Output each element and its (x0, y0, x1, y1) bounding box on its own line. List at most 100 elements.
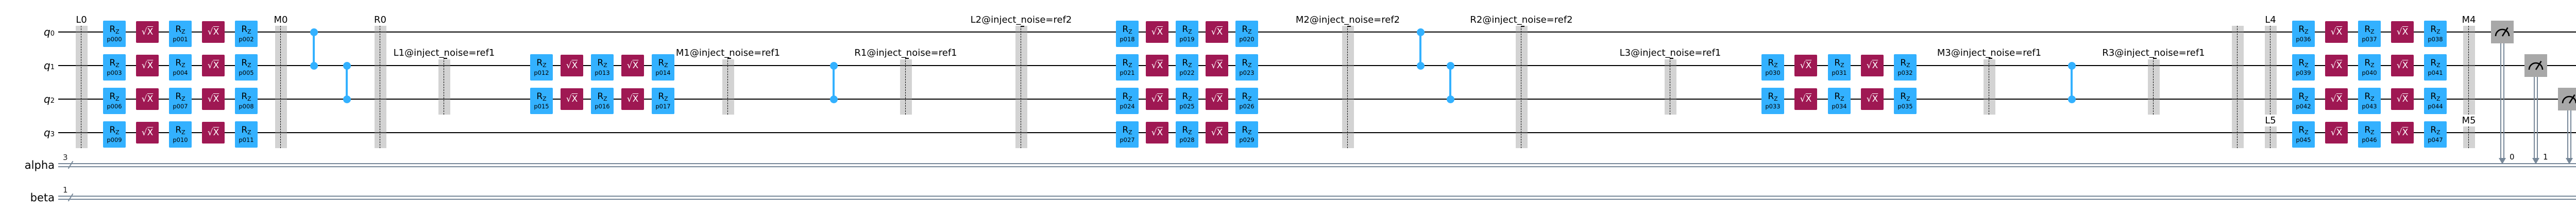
sx-symbol-radical: √ (1151, 60, 1157, 71)
sx-gate: √X (136, 122, 159, 144)
rz-gate-symbol: RZ (1122, 25, 1132, 35)
measure-target-bit: 0 (2510, 152, 2515, 162)
rz-gate-parameter: p001 (173, 35, 188, 43)
barrier-label-L3: L3@inject_noise=ref1 (1619, 47, 1721, 58)
sx-gate: √X (202, 122, 225, 144)
rz-gate-parameter: p041 (2428, 69, 2443, 76)
rz-symbol-base: R (1768, 57, 1774, 68)
rz-symbol-base: R (1122, 57, 1129, 68)
sx-gate-symbol: √X (2331, 27, 2343, 37)
sx-gate-symbol: √X (627, 61, 639, 70)
cz-control-dot (310, 28, 318, 36)
sx-gate-symbol: √X (1800, 94, 1812, 104)
rz-gate-parameter: p026 (1239, 102, 1255, 110)
rz-symbol-sub: Z (2370, 28, 2375, 35)
creg-bundle-slash (67, 193, 74, 202)
sx-symbol-letter: X (2402, 26, 2409, 37)
rz-symbol-sub: Z (1248, 61, 1252, 69)
barrier-label-L4: L4 (2265, 14, 2276, 25)
sx-gate: √X (2391, 55, 2414, 76)
rz-gate-symbol: RZ (1768, 57, 1777, 68)
measure-wire-line (2570, 110, 2571, 158)
rz-symbol-base: R (2364, 57, 2371, 68)
rz-gate-parameter: p009 (107, 136, 122, 144)
sx-gate: √X (202, 88, 225, 110)
sx-symbol-letter: X (213, 26, 219, 37)
rz-symbol-sub: Z (2436, 28, 2441, 35)
rz-symbol-sub: Z (543, 61, 547, 69)
sx-symbol-letter: X (571, 93, 578, 104)
sx-gate: √X (1206, 88, 1228, 110)
qubit-label-q3: q3 (0, 128, 55, 138)
sx-gate-symbol: √X (1800, 61, 1812, 70)
rz-symbol-base: R (2430, 91, 2437, 102)
sx-gate: √X (1861, 88, 1884, 110)
barrier-label-R3: R3@inject_noise=ref1 (2102, 47, 2205, 58)
barrier-dashed-line (2153, 58, 2154, 115)
rz-gate-symbol: RZ (241, 25, 251, 35)
rz-symbol-sub: Z (1906, 95, 1910, 102)
barrier-label-M0: M0 (274, 14, 288, 25)
creg-label-alpha: alpha (0, 160, 55, 171)
measure-gauge-icon (2562, 94, 2576, 104)
rz-gate-parameter: p004 (173, 69, 188, 76)
rz-gate-parameter: p000 (107, 35, 122, 43)
sx-symbol-letter: X (1216, 127, 1223, 138)
rz-symbol-sub: Z (2304, 28, 2309, 35)
sx-gate: √X (1794, 55, 1817, 76)
barrier-label-tick (728, 58, 731, 59)
rz-gate-symbol: RZ (1122, 125, 1132, 135)
rz-symbol-base: R (1122, 91, 1129, 102)
rz-symbol-sub: Z (181, 95, 185, 102)
rz-gate-parameter: p019 (1179, 35, 1195, 43)
sx-gate-symbol: √X (2397, 26, 2409, 37)
rz-gate-symbol: RZ (2364, 25, 2374, 35)
measure-wire-line (2534, 77, 2535, 158)
sx-gate-symbol: √X (2397, 128, 2409, 137)
rz-gate-symbol: RZ (1182, 25, 1192, 35)
rz-symbol-sub: Z (115, 61, 120, 69)
sx-gate: √X (2325, 88, 2348, 110)
rz-gate-parameter: p045 (2296, 136, 2311, 144)
rz-gate-parameter: p037 (2362, 35, 2377, 43)
rz-gate-parameter: p018 (1120, 35, 1135, 43)
rz-symbol-base: R (241, 91, 248, 102)
rz-symbol-sub: Z (247, 95, 251, 102)
sx-gate: √X (2325, 21, 2348, 43)
sx-gate-symbol: √X (1211, 61, 1223, 70)
cz-control-dot (343, 95, 351, 103)
sx-gate-symbol: √X (1151, 128, 1163, 137)
rz-symbol-base: R (1122, 24, 1129, 35)
qubit-label-index: 3 (50, 131, 55, 138)
rz-gate-parameter: p025 (1179, 102, 1195, 110)
sx-symbol-radical: √ (1866, 60, 1872, 71)
sx-symbol-letter: X (1872, 60, 1878, 71)
sx-symbol-letter: X (147, 26, 154, 37)
rz-symbol-sub: Z (2370, 95, 2375, 102)
rz-symbol-base: R (1242, 57, 1248, 68)
barrier-label-tick (2154, 58, 2157, 59)
sx-gate: √X (621, 55, 644, 76)
cz-control-dot (1416, 61, 1425, 70)
sx-gate-symbol: √X (1867, 94, 1878, 104)
sx-symbol-radical: √ (1211, 26, 1217, 37)
rz-gate-parameter: p033 (1765, 102, 1781, 110)
sx-gate-symbol: √X (2397, 61, 2409, 70)
rz-symbol-base: R (109, 24, 116, 35)
rz-gate-parameter: p043 (2362, 102, 2377, 110)
rz-gate-symbol: RZ (597, 58, 607, 68)
rz-gate-parameter: p035 (1897, 102, 1913, 110)
sx-symbol-letter: X (2336, 127, 2343, 138)
